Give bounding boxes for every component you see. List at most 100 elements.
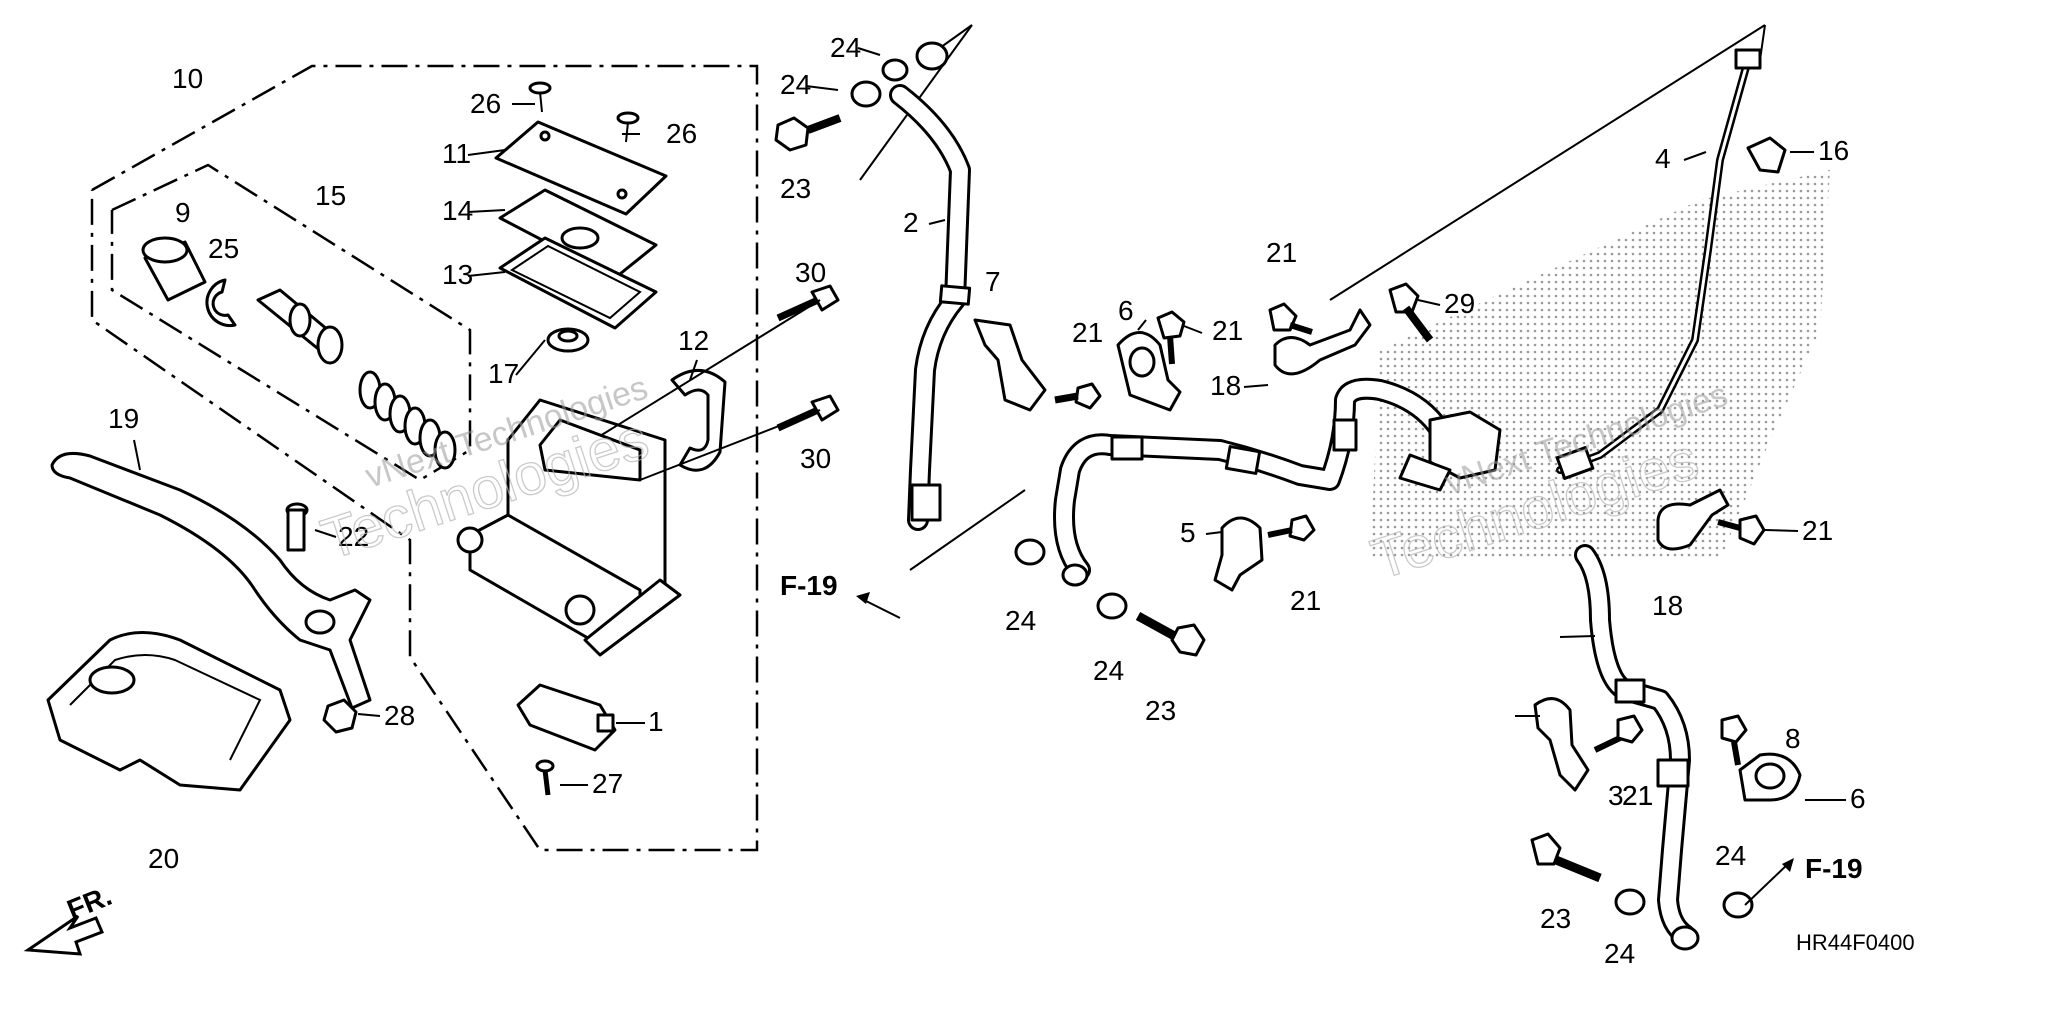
screw-27: [535, 759, 555, 796]
bolt-21d: [1267, 514, 1316, 542]
front-arrow-icon: [23, 914, 104, 956]
callout-leader: [1137, 319, 1147, 331]
callout-25: 25: [208, 233, 239, 264]
callout-leader: [805, 85, 839, 91]
callout-leader: [689, 359, 698, 381]
bolt-21b: [1156, 310, 1186, 365]
brake-switch-1: [516, 683, 617, 752]
washer-24d: [1096, 592, 1128, 620]
callout-leader: [467, 149, 506, 156]
callout-23: 23: [1145, 695, 1176, 726]
callout-21: 21: [1290, 585, 1321, 616]
piston: [256, 288, 344, 365]
callout-19: 19: [108, 403, 139, 434]
callout-leader: [1205, 531, 1223, 535]
callout-leader: [1559, 635, 1596, 638]
callout-17: 17: [488, 358, 519, 389]
callout-28: 28: [384, 700, 415, 731]
callout-20: 20: [148, 843, 179, 874]
clip-16: [1746, 136, 1787, 174]
screw-26b: [616, 111, 640, 143]
callout-4: 4: [1655, 143, 1671, 174]
callout-3: 3: [1608, 780, 1624, 811]
bolt-21g: [1720, 714, 1748, 766]
callout-24: 24: [780, 69, 811, 100]
callout-27: 27: [592, 768, 623, 799]
callout-24: 24: [1093, 655, 1124, 686]
f19-arrow-right: [1744, 861, 1791, 906]
callout-leader: [928, 219, 946, 225]
bolt-29: [1388, 282, 1434, 343]
callout-11: 11: [442, 138, 471, 169]
callout-26: 26: [470, 88, 501, 119]
bracket-18b: [1656, 488, 1730, 551]
callout-5: 5: [1180, 517, 1196, 548]
callout-leader: [515, 339, 546, 376]
callout-leader: [314, 529, 337, 538]
leader-line: [909, 489, 1026, 571]
diaphragm-13: [498, 236, 658, 330]
callout-leader: [857, 47, 881, 56]
f19-ref-right: F-19: [1805, 853, 1863, 884]
callout-21: 21: [1266, 237, 1297, 268]
clamp-6a: [1116, 331, 1182, 412]
screw-26a: [528, 81, 552, 113]
callout-6: 6: [1118, 295, 1134, 326]
washer-24e: [1614, 888, 1646, 916]
clip-5: [1213, 516, 1264, 592]
callout-12: 12: [678, 325, 709, 356]
master-cylinder-body: [456, 398, 682, 657]
callout-labels: 1015925262611141317123030192228201272424…: [108, 32, 1866, 969]
washer-24f: [1722, 891, 1754, 919]
holder-12: [670, 369, 727, 472]
callout-23: 23: [780, 173, 811, 204]
callout-21: 21: [1072, 317, 1103, 348]
bolt-21a: [1054, 382, 1102, 410]
callout-26: 26: [666, 118, 697, 149]
callout-leader: [467, 271, 506, 277]
clip-8: [1533, 697, 1590, 792]
banjo-bolt-23c: [1530, 832, 1602, 883]
callout-24: 24: [1005, 605, 1036, 636]
bracket-18a: [1273, 308, 1372, 376]
boot-9: [141, 236, 207, 302]
callout-23: 23: [1540, 903, 1571, 934]
callout-10: 10: [172, 63, 203, 94]
pivot-bolt-22: [285, 502, 309, 552]
reservoir-cap-11: [494, 120, 668, 216]
callout-9: 9: [175, 197, 191, 228]
callout-7: 7: [985, 266, 1001, 297]
callout-6: 6: [1850, 783, 1866, 814]
callout-leader: [1417, 299, 1441, 306]
clip-7: [973, 318, 1047, 412]
spring: [358, 370, 457, 470]
callout-21: 21: [1212, 315, 1243, 346]
callout-18: 18: [1210, 370, 1241, 401]
callout-2: 2: [903, 207, 919, 238]
washer-24c: [1014, 538, 1046, 566]
three-way-joint: [1398, 410, 1502, 492]
callout-leader: [1243, 384, 1269, 388]
assembly-outline-10: [90, 64, 759, 852]
callout-leader: [467, 209, 506, 213]
callout-16: 16: [1818, 135, 1849, 166]
washer-24a: [850, 80, 882, 108]
banjo-bolt-23b: [1135, 612, 1206, 657]
bolt-21c: [1268, 302, 1313, 335]
callout-21: 21: [1622, 780, 1653, 811]
callout-leader: [1764, 529, 1799, 532]
assembly-outline-15: [110, 163, 472, 482]
lever-cover-20: [46, 631, 292, 792]
callout-8: 8: [1785, 723, 1801, 754]
circlip-25: [205, 278, 237, 328]
callout-leader: [357, 713, 381, 717]
callout-22: 22: [338, 521, 369, 552]
callout-24: 24: [830, 32, 861, 63]
bolt-21e: [1717, 514, 1766, 546]
f19-ref-left: F-19: [780, 570, 838, 601]
callout-leader: [133, 439, 141, 471]
fr-label: FR.: [63, 880, 116, 926]
callout-30: 30: [800, 443, 831, 474]
banjo-bolt-23a: [774, 114, 842, 152]
